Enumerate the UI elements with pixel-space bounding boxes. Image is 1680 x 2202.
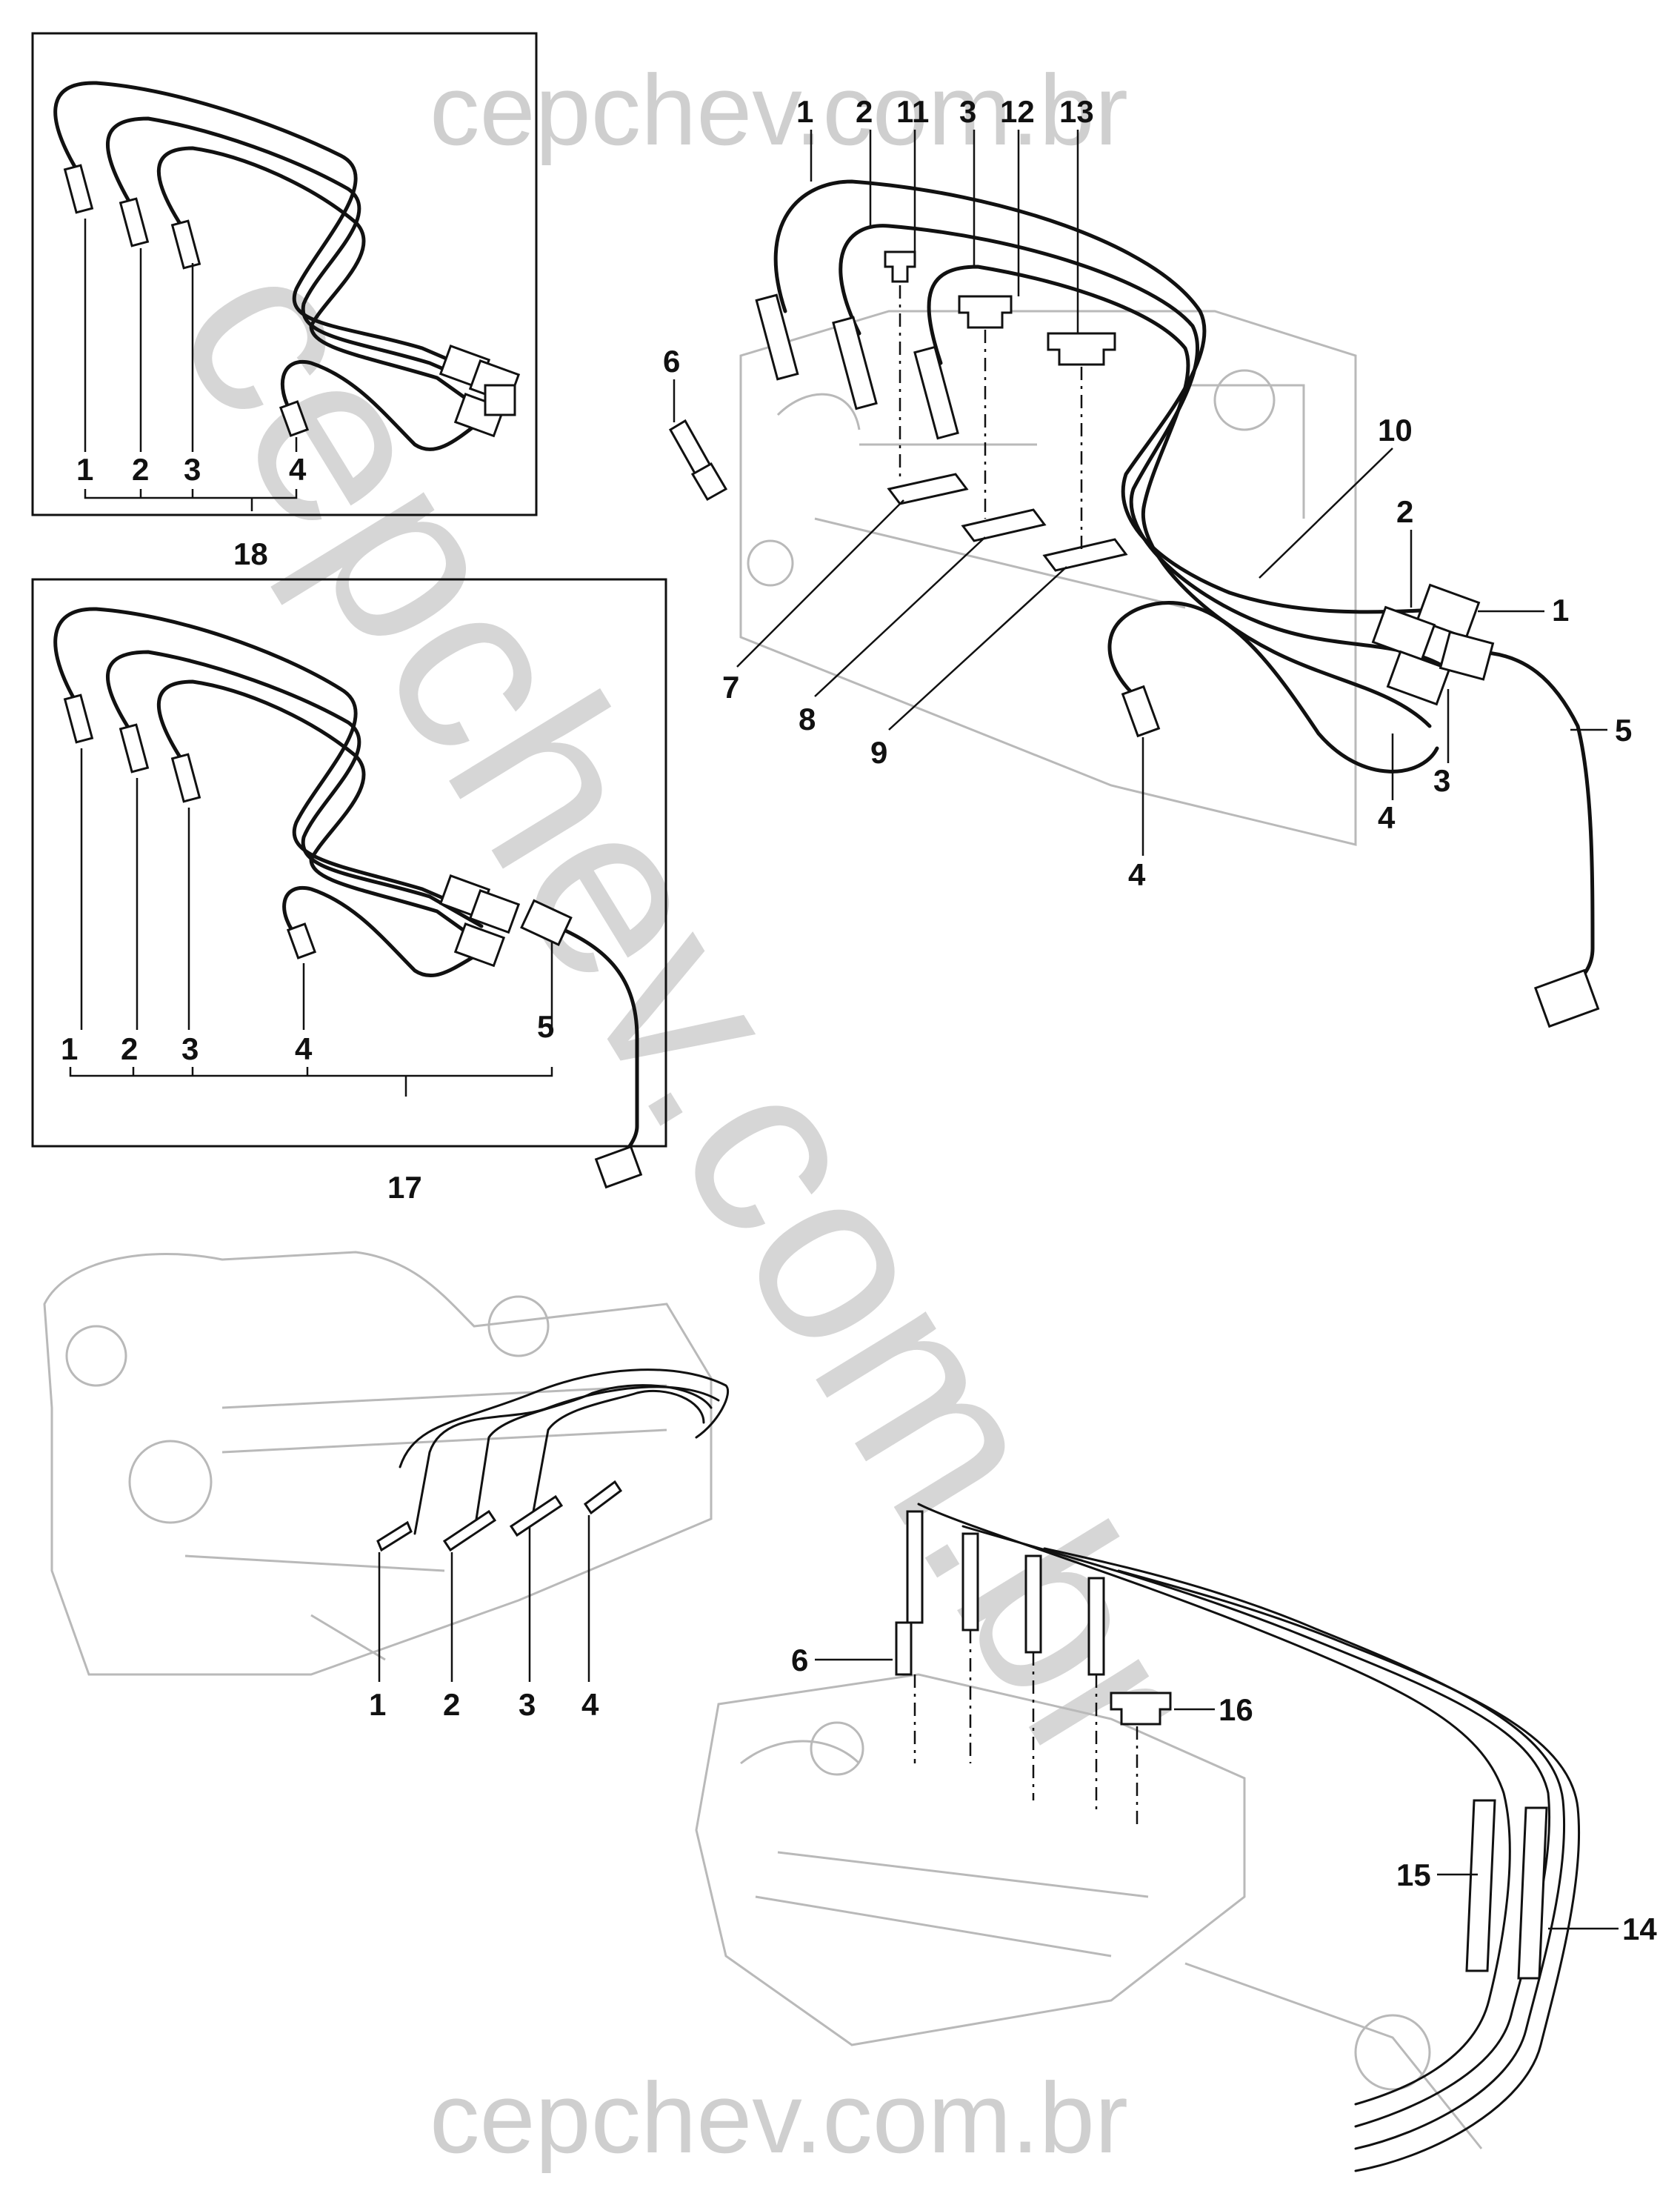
inset-17-frame — [31, 578, 667, 1148]
main-label-10: 10 — [1378, 413, 1413, 448]
main-right-label-2: 2 — [1396, 494, 1413, 529]
engine-left-diagram: 1 2 3 4 — [43, 1251, 730, 1722]
main-right-label-3: 3 — [1433, 763, 1450, 798]
main-top-label-3: 3 — [959, 94, 976, 129]
main-label-6: 6 — [663, 344, 680, 379]
inset-18-frame — [31, 32, 538, 516]
main-top-label-13: 13 — [1059, 94, 1094, 129]
main-top-label-2: 2 — [856, 94, 873, 129]
engine-right-label-16: 16 — [1219, 1692, 1253, 1727]
main-right-label-1: 1 — [1552, 593, 1569, 628]
inset-17-group-label: 17 — [387, 1170, 422, 1205]
engine-left-label-2: 2 — [443, 1687, 460, 1722]
main-right-label-4a: 4 — [1378, 800, 1396, 835]
inset-18-label-4: 4 — [289, 452, 307, 487]
engine-right-label-14: 14 — [1622, 1912, 1657, 1946]
main-right-label-5: 5 — [1615, 713, 1632, 748]
main-label-8: 8 — [799, 702, 816, 736]
engine-right-diagram: 6 16 15 14 — [695, 1503, 1657, 2172]
inset-17-label-4: 4 — [295, 1031, 313, 1066]
engine-left-label-4: 4 — [581, 1687, 599, 1722]
engine-left-label-1: 1 — [369, 1687, 386, 1722]
engine-right-label-6: 6 — [791, 1643, 808, 1677]
main-top-label-1: 1 — [796, 94, 813, 129]
main-right-label-4b: 4 — [1128, 857, 1146, 892]
main-top-label-12: 12 — [1000, 94, 1035, 129]
watermark-top: cepchev.com.br — [430, 54, 1128, 166]
main-label-9: 9 — [870, 735, 887, 770]
inset-17: 1 2 3 4 5 17 — [31, 578, 667, 1205]
main-diagram: 1 2 11 3 12 13 6 7 8 9 10 2 1 5 3 4 4 — [663, 94, 1632, 1028]
inset-18: 1 2 3 4 18 — [31, 32, 538, 571]
inset-18-group-label: 18 — [233, 536, 268, 571]
inset-17-label-3: 3 — [181, 1031, 199, 1066]
engine-left-label-3: 3 — [519, 1687, 536, 1722]
inset-18-label-1: 1 — [76, 452, 93, 487]
inset-17-label-2: 2 — [121, 1031, 138, 1066]
main-top-label-11: 11 — [896, 94, 929, 129]
main-label-7: 7 — [722, 670, 739, 705]
inset-17-label-5: 5 — [537, 1009, 554, 1044]
inset-17-label-1: 1 — [61, 1031, 78, 1066]
watermark-bottom: cepchev.com.br — [430, 2062, 1128, 2174]
engine-right-label-15: 15 — [1396, 1857, 1431, 1892]
inset-18-label-3: 3 — [184, 452, 201, 487]
inset-18-label-2: 2 — [132, 452, 149, 487]
